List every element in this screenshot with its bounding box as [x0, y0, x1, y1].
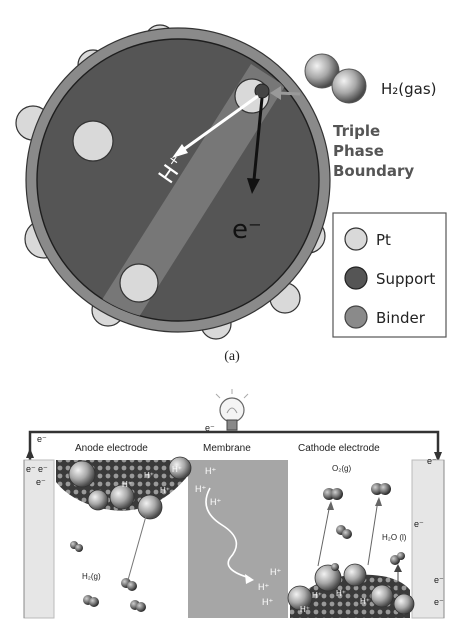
proton-path-arrow	[205, 487, 251, 579]
legend-pt-swatch	[344, 227, 368, 251]
anode-label: Anode electrode	[75, 443, 148, 454]
tpb-label-line1: Triple	[333, 122, 380, 140]
membrane-region	[188, 460, 288, 618]
svg-text:H⁺: H⁺	[300, 605, 310, 614]
proton-arrow	[172, 144, 188, 158]
legend-support-label: Support	[376, 270, 435, 288]
svg-text:e⁻: e⁻	[427, 456, 437, 466]
svg-text:H⁺: H⁺	[160, 486, 170, 495]
svg-text:H⁺: H⁺	[312, 591, 322, 600]
svg-text:H⁺: H⁺	[122, 480, 132, 489]
svg-text:H⁺: H⁺	[210, 497, 221, 507]
cathode-label: Cathode electrode	[298, 443, 380, 454]
legend-pt-label: Pt	[376, 231, 391, 249]
gas-inflow-arrow	[270, 86, 281, 100]
legend-binder-swatch	[344, 305, 368, 329]
svg-text:H⁺: H⁺	[360, 597, 370, 606]
svg-text:H⁺: H⁺	[270, 567, 281, 577]
lightbulb-icon	[215, 389, 249, 431]
svg-text:H⁺: H⁺	[336, 589, 346, 598]
bulb-electron-label: e⁻	[205, 423, 215, 433]
svg-text:e⁻: e⁻	[36, 477, 46, 487]
electron-arrow	[247, 178, 260, 194]
cathode-current-collector	[411, 459, 445, 619]
o2-g-label: O₂(g)	[332, 464, 351, 473]
svg-text:H⁺: H⁺	[262, 597, 273, 607]
h2-g-label: H₂(g)	[82, 572, 101, 581]
svg-text:H⁺: H⁺	[172, 465, 182, 474]
svg-text:H⁺: H⁺	[258, 582, 269, 592]
membrane-label: Membrane	[203, 443, 251, 454]
pt-particle	[72, 120, 114, 162]
fuel-cell-schematic: e⁻ Anode electrode Membrane Cathode elec…	[23, 389, 445, 619]
h2o-label: H₂O (l)	[382, 533, 407, 542]
svg-text:e⁻: e⁻	[26, 464, 36, 474]
caption-a: (a)	[224, 349, 240, 364]
hydrogen-atom-icon	[304, 53, 340, 89]
legend: Pt Support Binder	[332, 212, 447, 338]
hydrogen-atom-icon	[331, 68, 367, 104]
svg-text:e⁻: e⁻	[434, 597, 444, 607]
pt-particle	[119, 263, 159, 303]
e-minus-label: e⁻	[232, 215, 262, 245]
svg-text:H⁺: H⁺	[195, 484, 206, 494]
svg-text:H⁺: H⁺	[205, 466, 216, 476]
tpb-label-line2: Phase	[333, 142, 384, 160]
svg-text:e⁻: e⁻	[434, 575, 444, 585]
svg-text:e⁻: e⁻	[37, 434, 47, 444]
svg-text:e⁻: e⁻	[38, 464, 48, 474]
legend-support-swatch	[344, 266, 368, 290]
svg-text:H⁺: H⁺	[144, 471, 154, 480]
svg-text:e⁻: e⁻	[414, 519, 424, 529]
h2-gas-label: H₂(gas)	[381, 80, 437, 98]
legend-binder-label: Binder	[376, 309, 426, 327]
catalyst-particle-diagram: H⁺ e⁻ H₂(gas) Triple Phase Boundary	[15, 24, 437, 340]
tpb-label-line3: Boundary	[333, 162, 414, 180]
